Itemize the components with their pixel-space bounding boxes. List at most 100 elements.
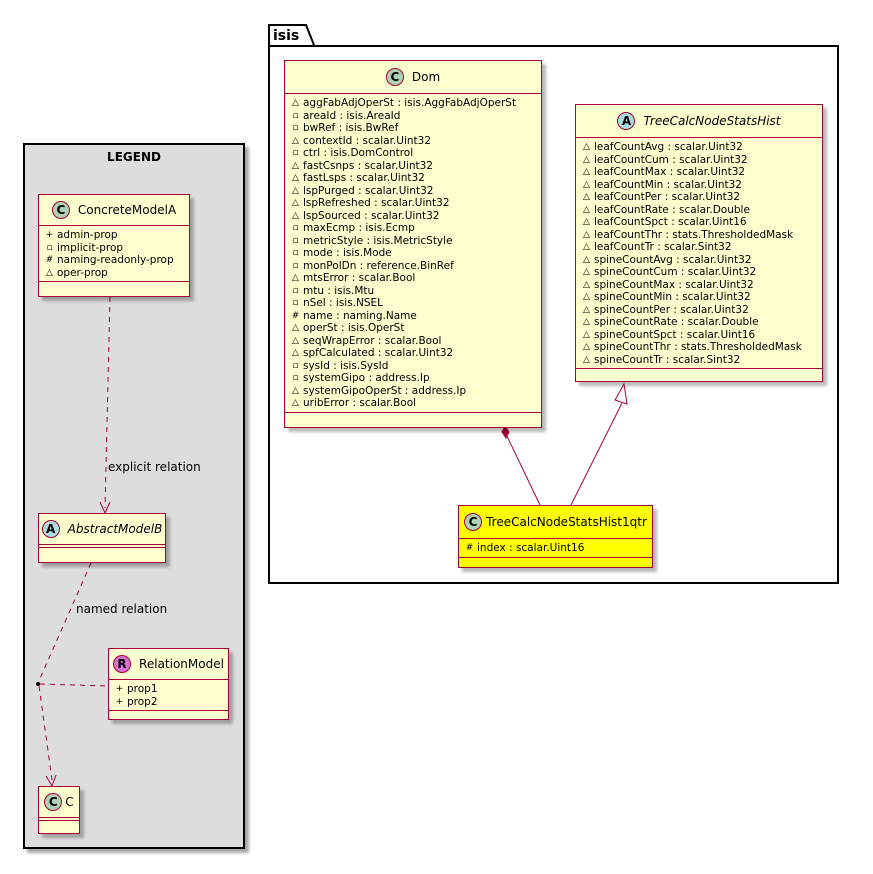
attribute-row: △leafCountSpct : scalar.Uint16: [582, 216, 816, 229]
visibility-icon: △: [292, 348, 299, 358]
attribute-row: ▫ mtu : isis.Mtu: [291, 285, 535, 298]
visibility-icon: △: [292, 173, 299, 183]
attribute-text: seqWrapError : scalar.Bool: [303, 334, 442, 347]
visibility-icon: △: [583, 167, 590, 177]
class-badge-icon: C: [464, 513, 483, 531]
class-name: C: [65, 795, 74, 809]
method-compartment: [459, 558, 652, 566]
attribute-row: #index : scalar.Uint16: [465, 542, 646, 555]
attribute-row: ▫ sysId : isis.SysId: [291, 360, 535, 373]
visibility-icon: #: [291, 310, 300, 321]
attribute-row: #naming-readonly-prop: [45, 254, 183, 267]
attribute-row: ▫metricStyle : isis.MetricStyle: [291, 235, 535, 248]
visibility-icon: ▫: [292, 110, 299, 121]
attribute-text: name : naming.Name: [303, 309, 417, 322]
visibility-icon: △: [583, 242, 590, 252]
attribute-text: mtsError : scalar.Bool: [303, 272, 416, 284]
visibility-icon: +: [115, 684, 124, 694]
visibility-icon: ▫: [292, 248, 299, 258]
attribute-text: lspSourced : scalar.Uint32: [303, 209, 440, 222]
visibility-icon: ▫: [292, 373, 299, 383]
visibility-icon: ▫: [292, 223, 299, 233]
attribute-text: admin-prop: [57, 229, 118, 241]
visibility-icon: △: [292, 335, 299, 346]
class-concrete-model-a[interactable]: C ConcreteModelA +admin-prop▫implicit-pro…: [38, 194, 190, 297]
attribute-row: △spineCountMin : scalar.Uint32: [582, 291, 816, 304]
attribute-row: △ seqWrapError : scalar.Bool: [291, 335, 535, 348]
visibility-icon: △: [292, 185, 299, 196]
visibility-icon: ▫: [292, 298, 299, 308]
attribute-text: lspRefreshed : scalar.Uint32: [303, 197, 450, 209]
attribute-list: +prop1+prop2: [109, 680, 228, 711]
method-compartment: [109, 711, 228, 719]
attribute-text: fastCsnps : scalar.Uint32: [303, 159, 433, 172]
attribute-row: ▫nSel : isis.NSEL: [291, 297, 535, 310]
attribute-text: leafCountAvg : scalar.Uint32: [594, 141, 743, 153]
attribute-text: spineCountSpct : scalar.Uint16: [594, 328, 756, 341]
attribute-row: ▫ mode : isis.Mode: [291, 247, 535, 260]
class-name: AbstractModelB: [67, 522, 163, 536]
attribute-text: ctrl : isis.DomControl: [303, 147, 414, 159]
visibility-icon: △: [583, 217, 590, 227]
legend-title: LEGEND: [107, 150, 161, 164]
attribute-text: leafCountMin : scalar.Uint32: [594, 178, 742, 191]
attribute-row: △leafCountCum : scalar.Uint32: [582, 154, 816, 167]
visibility-icon: △: [292, 135, 299, 146]
attribute-text: leafCountThr : stats.ThresholdedMask: [594, 228, 794, 241]
attribute-row: △spineCountMax : scalar.Uint32: [582, 279, 816, 292]
visibility-icon: +: [45, 230, 54, 240]
method-compartment: [39, 821, 79, 829]
visibility-icon: △: [583, 254, 590, 265]
class-relation-model[interactable]: R RelationModel +prop1+prop2: [108, 648, 229, 720]
attribute-text: systemGipoOperSt : address.Ip: [303, 384, 467, 397]
attribute-text: mtu : isis.Mtu: [303, 284, 375, 297]
abstract-badge-icon: A: [617, 112, 636, 130]
attribute-row: △operSt : isis.OperSt: [291, 322, 535, 335]
attribute-row: △fastCsnps : scalar.Uint32: [291, 160, 535, 173]
visibility-icon: +: [115, 696, 124, 707]
attribute-text: leafCountMax : scalar.Uint32: [594, 166, 746, 178]
attribute-text: uribError : scalar.Bool: [303, 397, 417, 409]
visibility-icon: △: [583, 304, 590, 315]
attribute-text: sysId : isis.SysId: [303, 359, 389, 372]
attribute-text: leafCountRate : scalar.Double: [594, 203, 750, 216]
visibility-icon: △: [583, 279, 590, 290]
attribute-text: mode : isis.Mode: [303, 247, 392, 259]
attribute-text: monPolDn : reference.BinRef: [303, 259, 454, 272]
attribute-text: spfCalculated : scalar.Uint32: [303, 347, 454, 359]
visibility-icon: ▫: [292, 123, 299, 133]
attribute-row: △leafCountPer : scalar.Uint32: [582, 191, 816, 204]
attribute-text: leafCountPer : scalar.Uint32: [594, 191, 741, 203]
visibility-icon: △: [292, 98, 299, 108]
attribute-text: leafCountTr : scalar.Sint32: [594, 241, 732, 253]
package-tab-shape: [268, 24, 315, 46]
method-compartment: [285, 413, 541, 421]
attribute-text: fastLsps : scalar.Uint32: [303, 172, 425, 184]
class-name: ConcreteModelA: [77, 203, 177, 217]
visibility-icon: △: [583, 342, 590, 352]
relation-badge-icon: R: [113, 655, 132, 673]
visibility-icon: △: [292, 385, 299, 396]
attribute-row: ▫implicit-prop: [45, 242, 183, 255]
class-badge-icon: C: [51, 201, 70, 219]
visibility-icon: △: [583, 317, 590, 327]
attribute-text: spineCountMin : scalar.Uint32: [594, 291, 751, 303]
attribute-text: prop1: [127, 683, 158, 695]
visibility-icon: △: [46, 267, 53, 278]
attribute-row: △spineCountRate : scalar.Double: [582, 316, 816, 329]
visibility-icon: ▫: [46, 242, 53, 253]
visibility-icon: △: [583, 154, 590, 165]
attribute-row: #name : naming.Name: [291, 310, 535, 323]
attribute-text: lspPurged : scalar.Uint32: [303, 184, 434, 197]
attribute-row: △spineCountCum : scalar.Uint32: [582, 266, 816, 279]
class-name: RelationModel: [139, 657, 224, 671]
attribute-row: △ spfCalculated : scalar.Uint32: [291, 347, 535, 360]
attribute-row: △contextId : scalar.Uint32: [291, 135, 535, 148]
visibility-icon: ▫: [292, 285, 299, 296]
visibility-icon: ▫: [292, 360, 299, 371]
